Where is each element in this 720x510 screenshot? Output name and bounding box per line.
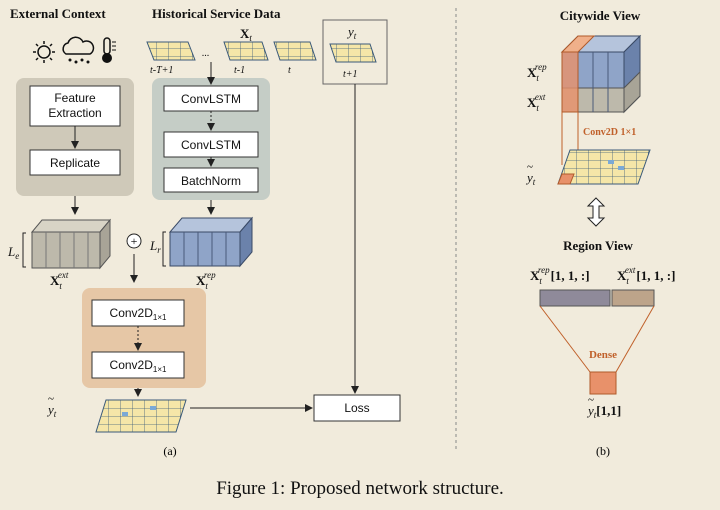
dense-label: Dense: [589, 349, 617, 361]
conv2d-label-1: Conv2D1×1: [110, 306, 167, 322]
xt-label: Xt: [240, 26, 252, 43]
loss-label: Loss: [344, 401, 369, 415]
yt-top-label: yt: [346, 24, 357, 41]
batchnorm-label: BatchNorm: [181, 174, 241, 188]
concat-plus-icon: [126, 233, 142, 249]
rep-vector: [539, 289, 611, 307]
replicate-label: Replicate: [50, 156, 100, 170]
feature-extraction-line2: Extraction: [48, 106, 101, 120]
conv2d-box-2: [91, 351, 185, 379]
loss-box: [313, 394, 401, 422]
figure-caption: Figure 1: Proposed network structure.: [216, 478, 504, 499]
panel-a-label: (a): [163, 444, 176, 458]
yhat-label: yt: [46, 402, 57, 419]
plus-symbol: +: [131, 234, 138, 248]
panel-b-label: (b): [596, 444, 610, 458]
convlstm-box-2: [163, 131, 259, 158]
conv2d-label-2: Conv2D1×1: [110, 358, 167, 374]
sun-icon: [33, 41, 55, 63]
time-label-start: t-T+1: [150, 65, 173, 76]
xrep-label: Xtrep: [196, 270, 216, 291]
time-label-now: t: [288, 65, 291, 76]
citywide-xrep-label: Xtrep: [527, 62, 547, 83]
region-yhat-label: yt[1,1]: [586, 403, 621, 420]
target-grid: [329, 43, 377, 63]
view-switch-icon: [586, 197, 606, 227]
region-xext-label: Xtext[1, 1, :]: [617, 265, 675, 286]
time-label-ellipsis: ...: [202, 48, 210, 59]
xrep-block: [168, 216, 254, 268]
xext-block: [30, 218, 112, 270]
lr-label: Lr: [149, 238, 161, 255]
thermometer-icon: [102, 37, 116, 63]
feature-extraction-box: [29, 85, 121, 127]
t-plus-1-label: t+1: [343, 69, 358, 80]
rain-cloud-icon: [62, 36, 95, 64]
external-context-title: External Context: [10, 6, 106, 21]
yhat-tilde: ~: [48, 393, 54, 405]
region-xrep-label: Xtrep[1, 1, :]: [530, 265, 590, 286]
convlstm-label-1: ConvLSTM: [181, 92, 241, 106]
batchnorm-box: [163, 167, 259, 193]
citywide-cube: [560, 34, 642, 114]
replicate-box: [29, 149, 121, 176]
citywide-xext-label: Xtext: [527, 92, 546, 113]
region-output-cell: [589, 371, 617, 395]
citywide-title: Citywide View: [560, 8, 641, 23]
dense-connector: [539, 305, 655, 373]
time-label-prev: t-1: [234, 65, 245, 76]
region-yhat-tilde: ~: [588, 394, 594, 406]
history-grids: [146, 41, 317, 61]
conv2d-box-1: [91, 299, 185, 327]
citywide-yhat-tilde: ~: [527, 161, 533, 173]
ext-vector: [611, 289, 655, 307]
le-label: Le: [7, 244, 19, 261]
region-title: Region View: [563, 238, 633, 253]
convlstm-label-2: ConvLSTM: [181, 138, 241, 152]
historical-title: Historical Service Data: [152, 6, 281, 21]
citywide-output-grid: [557, 149, 651, 185]
feature-extraction-line1: Feature: [54, 91, 96, 105]
citywide-conv-label: Conv2D 1×1: [583, 127, 636, 138]
prediction-grid: [95, 399, 187, 433]
convlstm-box-1: [163, 85, 259, 112]
xext-label: Xtext: [50, 270, 69, 291]
citywide-yhat-label: yt: [525, 170, 536, 187]
